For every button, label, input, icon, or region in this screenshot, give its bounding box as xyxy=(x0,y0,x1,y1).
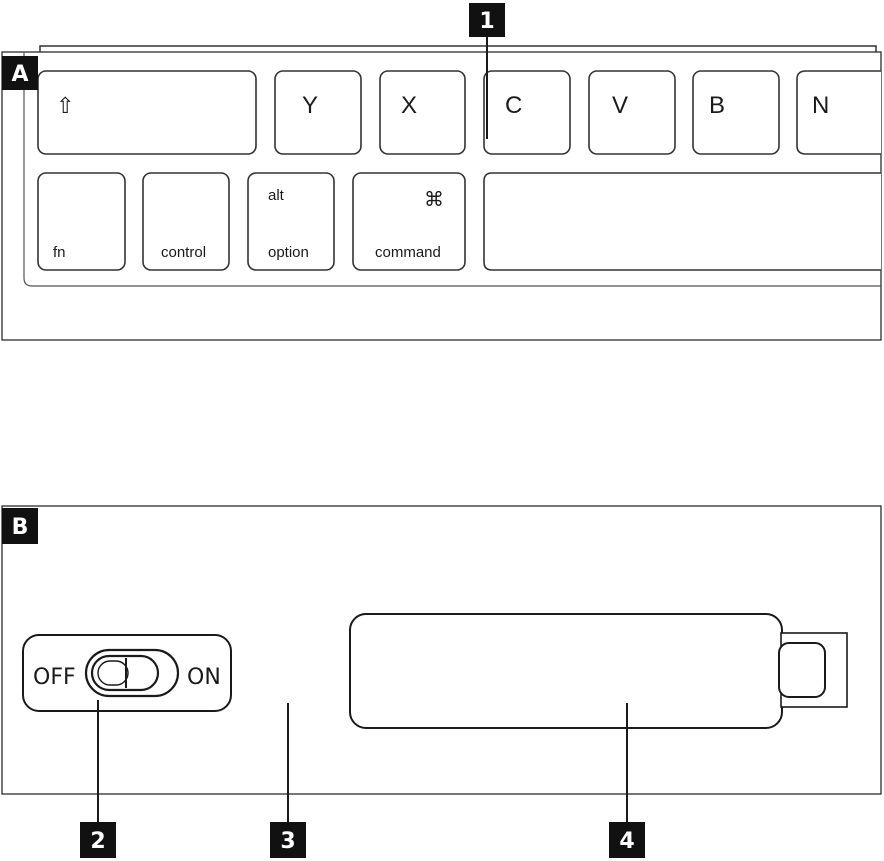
key-space xyxy=(483,172,881,271)
key-shift xyxy=(37,70,257,155)
panel-a: ⇧ Y X C V B N fn control alt option ⌘ co… xyxy=(1,3,882,341)
callout-4-number: 4 xyxy=(619,829,634,854)
callout-3-tag xyxy=(270,822,306,858)
key-b-label: B xyxy=(709,92,725,119)
key-command xyxy=(352,172,466,271)
callout-1-number: 1 xyxy=(479,9,494,34)
key-x xyxy=(379,70,466,155)
callout-4-tag xyxy=(609,822,645,858)
key-y xyxy=(274,70,362,155)
usb-receiver-cap xyxy=(778,642,826,698)
receiver-compartment xyxy=(349,613,783,729)
key-x-label: X xyxy=(401,92,417,119)
key-c-label: C xyxy=(505,92,522,119)
keyboard-body-outline xyxy=(23,52,881,287)
panel-a-letter: A xyxy=(11,62,28,87)
key-v xyxy=(588,70,676,155)
switch-slider-grip xyxy=(97,660,129,686)
key-command-label: command xyxy=(375,244,441,261)
switch-off-label: OFF xyxy=(33,665,76,690)
panel-b: B OFF ON 2 3 4 xyxy=(1,505,882,858)
shift-arrow-icon: ⇧ xyxy=(56,93,74,118)
key-y-label: Y xyxy=(302,92,318,119)
command-symbol-icon: ⌘ xyxy=(424,189,444,211)
switch-on-label: ON xyxy=(187,665,221,690)
key-alt-label: alt xyxy=(268,187,285,204)
callout-2-tag xyxy=(80,822,116,858)
key-n xyxy=(796,70,881,155)
key-b xyxy=(692,70,780,155)
key-n-label: N xyxy=(812,92,829,119)
panel-a-tag xyxy=(2,56,38,90)
key-option xyxy=(247,172,335,271)
callout-1-tag xyxy=(469,3,505,37)
callout-2-number: 2 xyxy=(90,829,105,854)
callout-3-number: 3 xyxy=(280,829,295,854)
key-option-label: option xyxy=(268,244,309,261)
key-control xyxy=(142,172,230,271)
key-c xyxy=(483,70,571,155)
key-control-label: control xyxy=(161,244,206,261)
key-v-label: V xyxy=(612,92,628,119)
panel-b-letter: B xyxy=(12,515,29,540)
panel-b-tag xyxy=(2,508,38,544)
key-fn xyxy=(37,172,126,271)
key-fn-label: fn xyxy=(53,244,66,261)
top-key-row-edge xyxy=(39,45,877,52)
